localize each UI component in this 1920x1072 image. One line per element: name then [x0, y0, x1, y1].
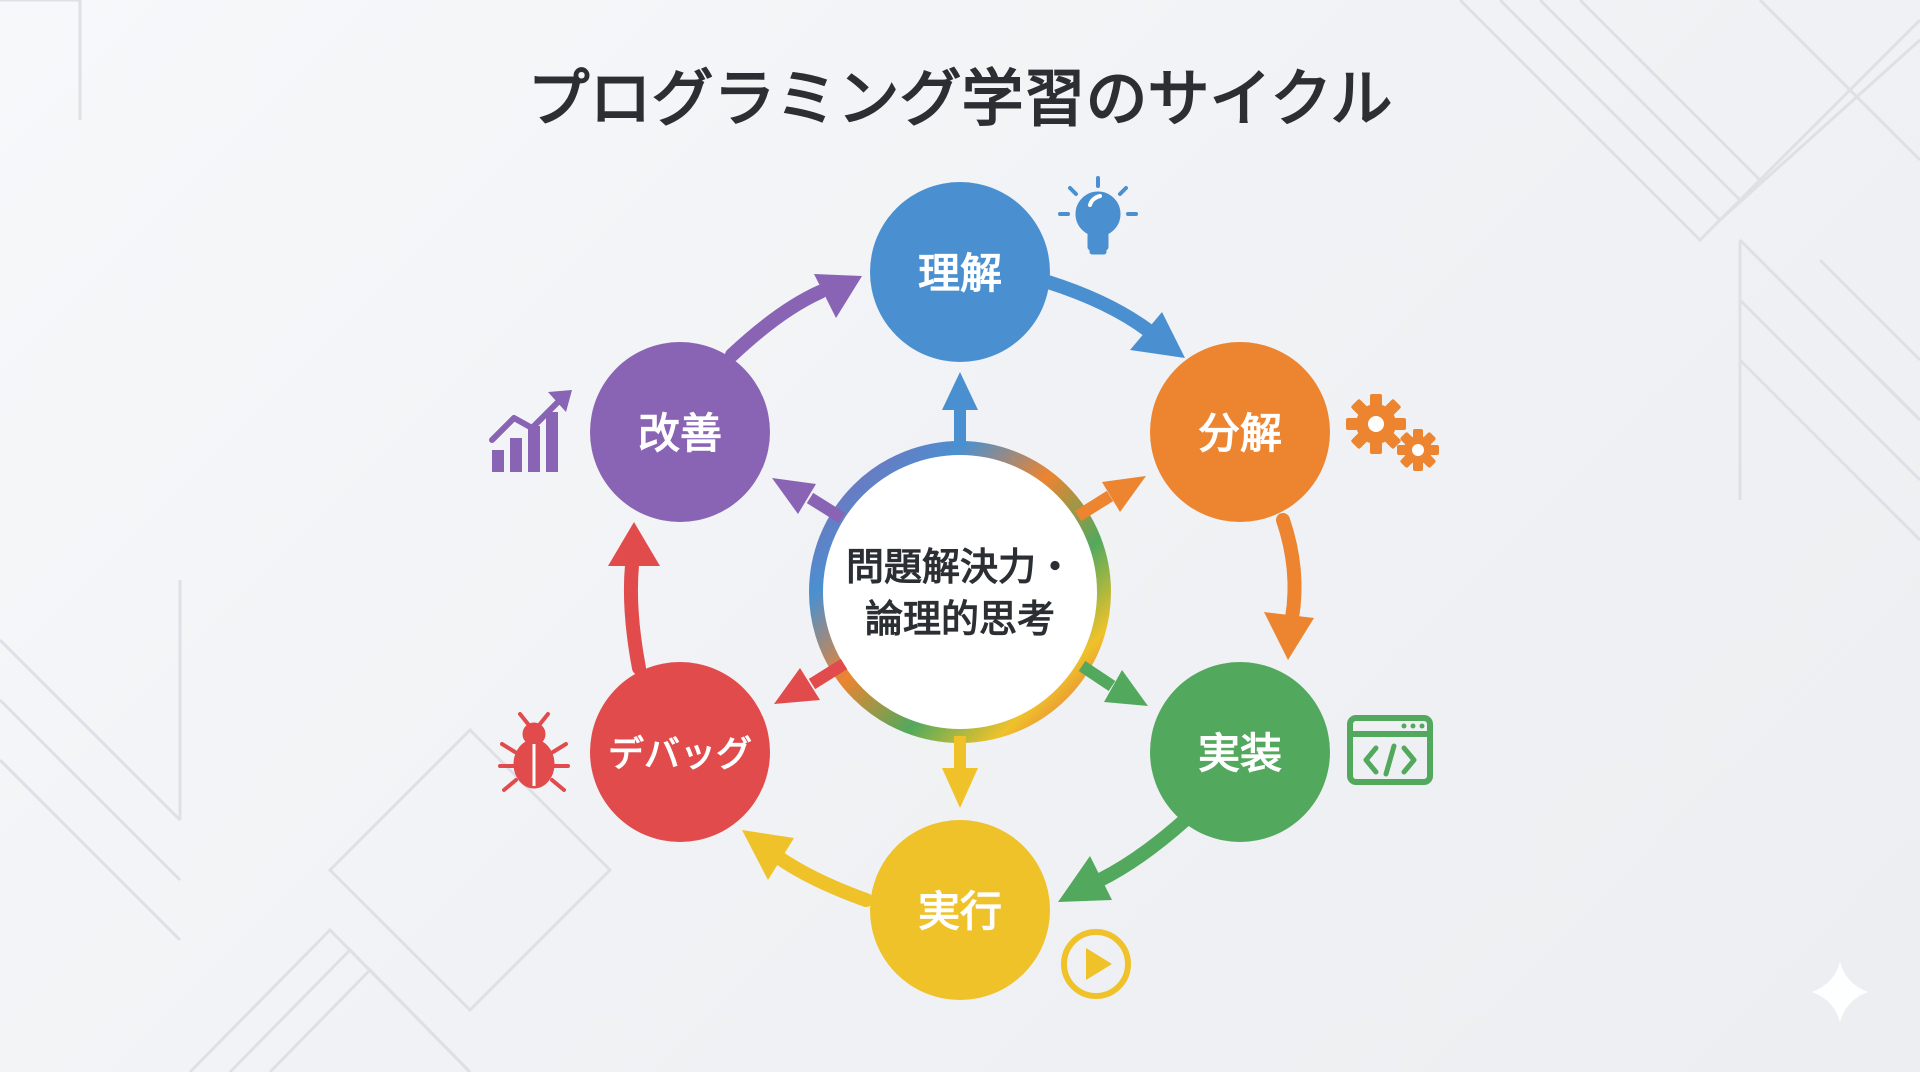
step-execute: 実行: [870, 820, 1050, 1000]
step-improve: 改善: [590, 342, 770, 522]
step-improve-circle: [590, 342, 770, 522]
step-debug-circle: [590, 662, 770, 842]
step-implement: 実装: [1150, 662, 1330, 842]
step-debug: デバッグ: [590, 662, 770, 842]
sparkle-icon: [1812, 962, 1868, 1022]
step-understand-circle: [870, 182, 1050, 362]
center-spokes: [772, 372, 1148, 808]
page-title: プログラミング学習のサイクル: [528, 62, 1393, 135]
step-implement-circle: [1150, 662, 1330, 842]
arrow-execute-to-debug: [768, 848, 873, 907]
arrow-implement-to-execute: [1093, 813, 1192, 887]
growth-chart-icon: [489, 390, 572, 472]
gears-icon: [1346, 394, 1439, 471]
center-label-line1: 問題解決力・: [846, 545, 1074, 589]
arrow-understand-to-decompose: [1041, 275, 1167, 347]
code-window-icon: [1347, 715, 1433, 785]
arrow-debug-to-improve: [623, 558, 646, 675]
step-execute-circle: [870, 820, 1050, 1000]
step-understand-label: 理解: [918, 249, 1002, 298]
center-label-line2: 論理的思考: [865, 597, 1055, 641]
play-icon: [1061, 929, 1131, 999]
arrow-decompose-to-implement: [1276, 513, 1302, 625]
step-implement-label: 実装: [1198, 729, 1282, 778]
step-debug-label: デバッグ: [608, 733, 752, 775]
arrow-improve-to-understand: [725, 285, 827, 362]
step-decompose: 分解: [1150, 342, 1330, 522]
step-decompose-circle: [1150, 342, 1330, 522]
center-circle: [809, 441, 1111, 743]
bug-icon: [498, 712, 570, 792]
step-execute-label: 実行: [918, 887, 1002, 936]
cycle-arrows: [608, 274, 1314, 907]
lightbulb-icon: [1058, 176, 1138, 255]
step-decompose-label: 分解: [1198, 409, 1282, 458]
step-improve-label: 改善: [638, 409, 722, 458]
step-understand: 理解: [870, 182, 1050, 362]
